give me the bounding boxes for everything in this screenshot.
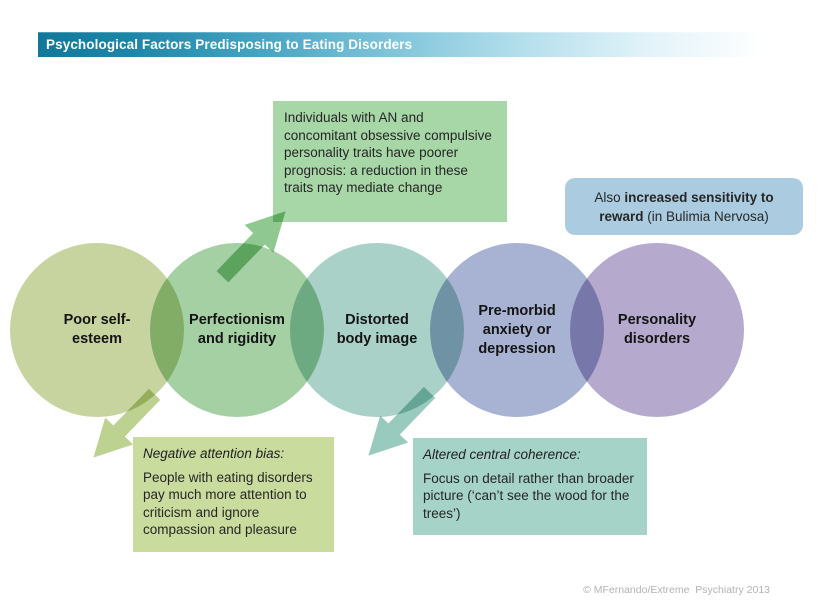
circle-label: Distorted body image <box>336 312 418 347</box>
circle-label: Pre-morbid anxiety or depression <box>478 302 556 357</box>
circle-label: Poor self-esteem <box>63 312 131 347</box>
circle-label: Personality disorders <box>617 312 697 347</box>
reward-note-suffix: (in Bulimia Nervosa) <box>643 208 769 224</box>
attention-bias-note-box: Negative attention bias: People with eat… <box>133 437 334 552</box>
slide-title: Psychological Factors Predisposing to Ea… <box>46 37 413 52</box>
central-coherence-body: Focus on detail rather than broader pict… <box>423 470 634 521</box>
reward-note-bold: increased sensitivity to reward <box>599 189 774 224</box>
central-coherence-heading: Altered central coherence: <box>423 447 581 462</box>
arrow-down-left-shape <box>93 388 161 458</box>
central-coherence-note-box: Altered central coherence: Focus on deta… <box>413 438 647 535</box>
ocpd-note-box: Individuals with AN and concomitant obse… <box>273 101 507 222</box>
circle-premorbid-anxiety: Pre-morbid anxiety or depression <box>430 243 604 417</box>
circle-personality-disorders: Personality disorders <box>570 243 744 417</box>
reward-note-box: Also increased sensitivity to reward (in… <box>565 178 803 235</box>
title-bar: Psychological Factors Predisposing to Ea… <box>38 32 820 57</box>
copyright-text: © MFernando/Extreme Psychiatry 2013 <box>583 584 770 596</box>
circle-perfectionism: Perfectionism and rigidity <box>150 243 324 417</box>
reward-note-text: Also increased sensitivity to reward (in… <box>573 188 795 226</box>
ocpd-note-text: Individuals with AN and concomitant obse… <box>284 110 492 195</box>
circle-label: Perfectionism and rigidity <box>189 312 285 347</box>
reward-note-prefix: Also <box>594 189 625 205</box>
arrow-self-esteem-to-note <box>80 382 168 470</box>
attention-bias-body: People with eating disorders pay much mo… <box>143 469 313 538</box>
attention-bias-heading: Negative attention bias: <box>143 446 285 461</box>
